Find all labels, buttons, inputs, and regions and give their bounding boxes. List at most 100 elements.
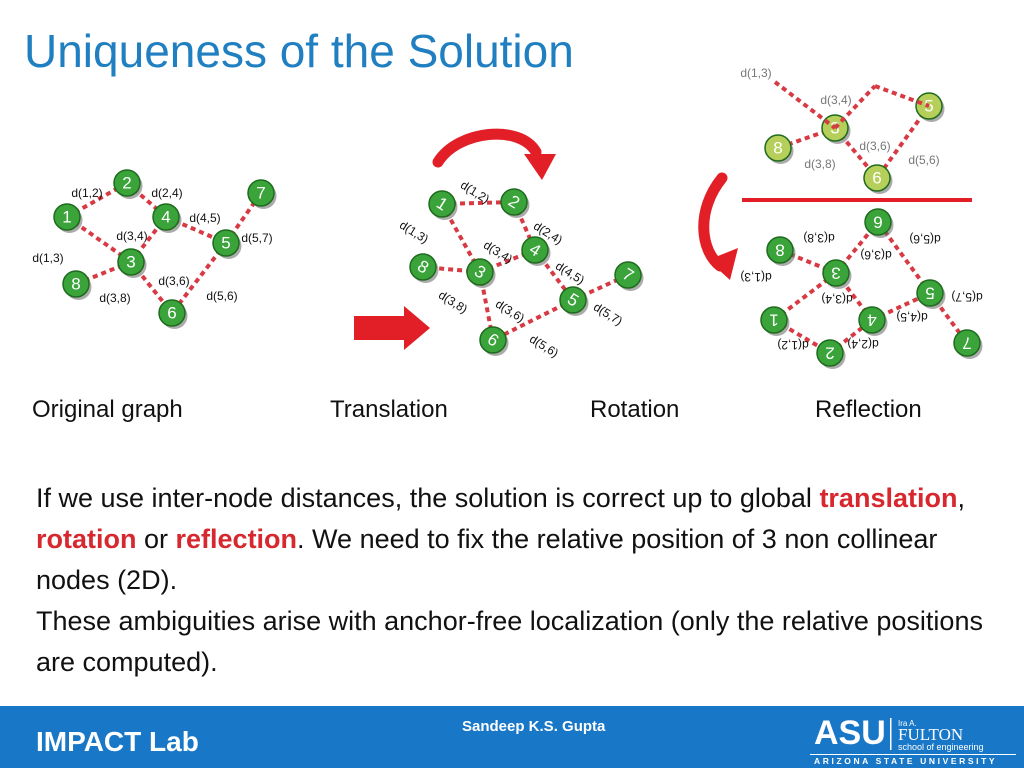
refl-top-edge-label-e13: d(1,3) xyxy=(740,66,771,80)
logo-university-text: ARIZONA STATE UNIVERSITY xyxy=(814,756,997,766)
refl-top-node-5: 5 xyxy=(915,92,945,122)
refl-top-edge-1-3 xyxy=(773,80,837,130)
refl-top-edge-5-6 xyxy=(875,104,931,180)
refl-edge-label-e36: d(3,6) xyxy=(860,248,891,262)
logo-asu-text: ASU xyxy=(814,714,886,752)
svg-text:2: 2 xyxy=(122,174,131,193)
refl-top-node-6: 6 xyxy=(863,164,893,194)
refl-node-6: 6 xyxy=(864,208,894,238)
svg-text:7: 7 xyxy=(256,184,265,203)
refl-top-edge-label-e36: d(3,6) xyxy=(859,139,890,153)
trans-node-4: 4 xyxy=(521,236,551,266)
reflection-arrowhead-icon xyxy=(708,248,738,280)
slide-title: Uniqueness of the Solution xyxy=(24,25,574,77)
refl-node-1: 1 xyxy=(760,306,790,336)
svg-text:8: 8 xyxy=(775,241,784,260)
refl-edge-label-e56: d(5,6) xyxy=(909,232,940,246)
author-name: Sandeep K.S. Gupta xyxy=(462,718,606,735)
orig-edge-label-e36: d(3,6) xyxy=(158,274,189,288)
orig-edge-label-e45: d(4,5) xyxy=(189,211,220,225)
refl-node-8: 8 xyxy=(766,236,796,266)
orig-node-2: 2 xyxy=(113,169,143,199)
orig-edge-label-e38: d(3,8) xyxy=(99,291,130,305)
refl-edge-label-e12: d(1,2) xyxy=(777,338,808,352)
refl-top-node-8: 8 xyxy=(764,134,794,164)
orig-edge-label-e56: d(5,6) xyxy=(206,289,237,303)
trans-edge-label-e13: d(1,3) xyxy=(397,218,431,246)
svg-text:2: 2 xyxy=(825,344,834,363)
orig-node-8: 8 xyxy=(62,270,92,300)
trans-node-6: 6 xyxy=(479,326,509,356)
reflection-arrow-icon xyxy=(698,172,728,272)
highlight-translation: translation xyxy=(819,483,958,513)
svg-text:3: 3 xyxy=(831,264,840,283)
orig-node-3: 3 xyxy=(117,248,147,278)
orig-edge-label-e13: d(1,3) xyxy=(32,251,63,265)
body-text: If we use inter-node distances, the solu… xyxy=(36,478,996,683)
refl-node-5: 5 xyxy=(916,279,946,309)
refl-edge-label-e38: d(3,8) xyxy=(803,231,834,245)
svg-text:6: 6 xyxy=(873,213,882,232)
refl-edge-label-e34: d(3,4) xyxy=(821,292,852,306)
trans-edge-5-6 xyxy=(492,298,574,342)
refl-top-edge-label-e38: d(3,8) xyxy=(804,157,835,171)
footer-bar: IMPACT Lab Sandeep K.S. Gupta ASU Ira A.… xyxy=(0,706,1024,768)
logo-school-text: school of engineering xyxy=(898,742,984,752)
orig-node-6: 6 xyxy=(158,299,188,329)
refl-top-edge-4-5 xyxy=(874,84,930,108)
refl-node-7: 7 xyxy=(953,329,983,359)
translation-graph-diagram: d(1,2)d(2,4)d(4,5)d(3,4)d(5,7)d(1,3)d(3,… xyxy=(354,128,644,360)
orig-edge-5-6 xyxy=(170,241,228,315)
logo-fulton-text: FULTON xyxy=(898,725,963,744)
asu-fulton-logo: ASU Ira A. FULTON school of engineering … xyxy=(810,714,1016,766)
trans-edge-label-e36: d(3,6) xyxy=(493,297,527,325)
svg-text:8: 8 xyxy=(773,139,782,158)
orig-edge-label-e57: d(5,7) xyxy=(241,231,272,245)
svg-text:5: 5 xyxy=(925,284,934,303)
orig-node-5: 5 xyxy=(212,229,242,259)
trans-edge-label-e38: d(3,8) xyxy=(436,288,470,316)
svg-text:6: 6 xyxy=(872,169,881,188)
caption-rotation: Rotation xyxy=(590,396,680,423)
trans-node-7: 7 xyxy=(614,261,644,291)
trans-node-2: 2 xyxy=(500,188,530,218)
refl-node-3: 3 xyxy=(822,259,852,289)
highlight-rotation: rotation xyxy=(36,524,137,554)
body-paragraph-2: These ambiguities arise with anchor-free… xyxy=(36,606,983,677)
refl-top-edge-label-e34: d(3,4) xyxy=(820,93,851,107)
svg-text:8: 8 xyxy=(71,275,80,294)
refl-node-2: 2 xyxy=(816,339,846,369)
orig-edge-label-e34: d(3,4) xyxy=(116,229,147,243)
orig-node-4: 4 xyxy=(152,203,182,233)
trans-node-8: 8 xyxy=(409,253,439,283)
orig-node-1: 1 xyxy=(53,203,83,233)
caption-reflection: Reflection xyxy=(815,396,922,423)
svg-text:7: 7 xyxy=(962,334,971,353)
refl-node-4: 4 xyxy=(858,306,888,336)
orig-edge-label-e24: d(2,4) xyxy=(151,186,182,200)
trans-node-5: 5 xyxy=(559,286,589,316)
orig-node-7: 7 xyxy=(247,179,277,209)
refl-top-edge-3-4 xyxy=(833,84,877,130)
trans-edge-label-e57: d(5,7) xyxy=(591,300,625,328)
refl-top-edge-label-e56: d(5,6) xyxy=(908,153,939,167)
trans-node-1: 1 xyxy=(428,190,458,220)
reflection-graph-diagram: d(3,4) d(3,6) d(3,8) d(5,6) 3 5 6 8 d(1,3) d(1,2)… xyxy=(698,66,983,369)
refl-edge-label-e24: d(2,4) xyxy=(847,337,878,351)
logo-ira-text: Ira A. xyxy=(898,719,917,728)
orig-edge-label-e12: d(1,2) xyxy=(71,186,102,200)
trans-edge-label-e56: d(5,6) xyxy=(527,332,561,360)
refl-edge-label-e13: d(1,3) xyxy=(740,270,771,284)
trans-node-3: 3 xyxy=(466,258,496,288)
caption-translation: Translation xyxy=(330,396,448,423)
caption-original: Original graph xyxy=(32,396,183,423)
translation-arrow-icon xyxy=(354,306,430,350)
svg-text:1: 1 xyxy=(62,208,71,227)
svg-text:5: 5 xyxy=(221,234,230,253)
refl-edge-label-e45: d(4,5) xyxy=(896,310,927,324)
body-paragraph-1: If we use inter-node distances, the solu… xyxy=(36,483,965,595)
rotation-arrowhead-icon xyxy=(524,154,556,180)
lab-name: IMPACT Lab xyxy=(36,726,199,757)
rotation-arrow-icon xyxy=(432,128,542,168)
refl-edge-label-e57: d(5,7) xyxy=(951,290,982,304)
